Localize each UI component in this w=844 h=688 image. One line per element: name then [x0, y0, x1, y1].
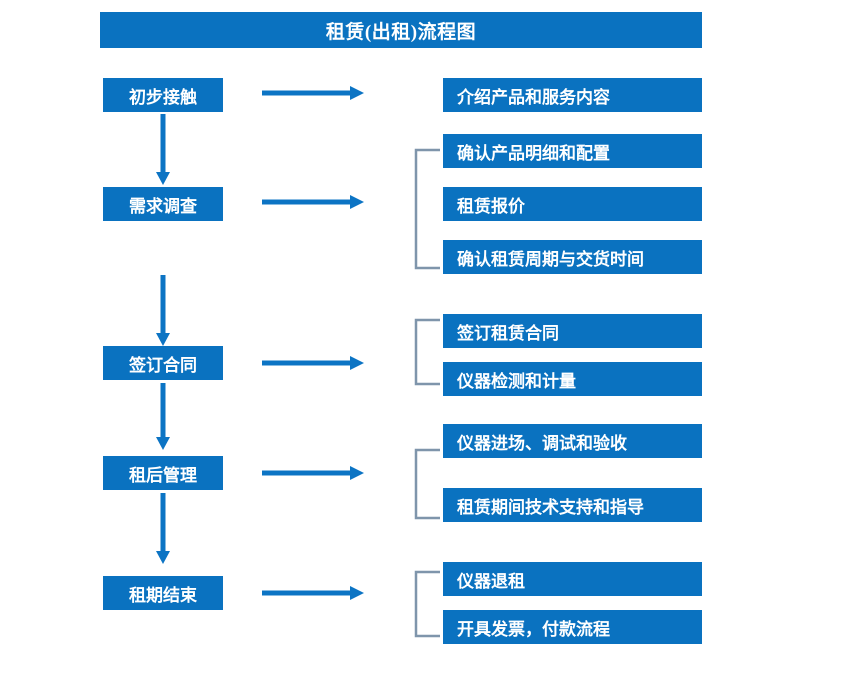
detail-label: 仪器检测和计量	[457, 371, 576, 391]
detail-box-sign-lease-contract[interactable]: 签订租赁合同	[443, 314, 702, 348]
detail-label: 确认租赁周期与交货时间	[457, 249, 644, 269]
detail-label: 仪器退租	[457, 571, 525, 591]
detail-box-return-instrument[interactable]: 仪器退租	[443, 562, 702, 596]
chart-title-banner: 租赁(出租)流程图	[100, 12, 702, 48]
detail-box-confirm-period[interactable]: 确认租赁周期与交货时间	[443, 240, 702, 274]
connector-arrow-down-4	[156, 493, 170, 564]
stage-box-requirement-survey[interactable]: 需求调查	[103, 187, 223, 221]
arrow-right-sign-contract	[262, 356, 364, 370]
bracket-connector-sign-contract	[414, 318, 440, 386]
stage-box-sign-contract[interactable]: 签订合同	[103, 346, 223, 380]
bracket-connector-post-rental-management	[414, 448, 440, 520]
arrow-right-initial-contact	[262, 86, 364, 100]
detail-box-instrument-inspection[interactable]: 仪器检测和计量	[443, 362, 702, 396]
arrow-right-post-rental-management	[262, 466, 364, 480]
detail-label: 确认产品明细和配置	[457, 143, 610, 163]
arrow-right-requirement-survey	[262, 195, 364, 209]
detail-label: 介绍产品和服务内容	[457, 87, 610, 107]
detail-box-rental-quote[interactable]: 租赁报价	[443, 187, 702, 221]
stage-label: 需求调查	[129, 196, 197, 216]
detail-label: 租赁期间技术支持和指导	[457, 497, 644, 517]
stage-label: 租期结束	[129, 585, 197, 605]
bracket-connector-lease-end	[414, 570, 440, 638]
stage-box-lease-end[interactable]: 租期结束	[103, 576, 223, 610]
detail-label: 开具发票，付款流程	[457, 619, 610, 639]
stage-box-initial-contact[interactable]: 初步接触	[103, 78, 223, 112]
detail-box-introduce-product[interactable]: 介绍产品和服务内容	[443, 78, 702, 112]
connector-arrow-down-1	[156, 114, 170, 185]
page-title: 租赁(出租)流程图	[325, 21, 477, 43]
detail-box-technical-support[interactable]: 租赁期间技术支持和指导	[443, 488, 702, 522]
stage-label: 签订合同	[129, 355, 197, 375]
detail-label: 签订租赁合同	[457, 323, 559, 343]
bracket-connector-requirement-survey	[414, 148, 440, 270]
detail-box-confirm-spec[interactable]: 确认产品明细和配置	[443, 134, 702, 168]
connector-arrow-down-3	[156, 383, 170, 450]
stage-label: 初步接触	[129, 87, 197, 107]
arrow-right-lease-end	[262, 586, 364, 600]
stage-label: 租后管理	[129, 465, 197, 485]
stage-box-post-rental-management[interactable]: 租后管理	[103, 456, 223, 490]
detail-label: 仪器进场、调试和验收	[457, 433, 627, 453]
connector-arrow-down-2	[156, 275, 170, 346]
detail-box-instrument-entry[interactable]: 仪器进场、调试和验收	[443, 424, 702, 458]
detail-box-invoice-payment[interactable]: 开具发票，付款流程	[443, 610, 702, 644]
detail-label: 租赁报价	[457, 196, 525, 216]
